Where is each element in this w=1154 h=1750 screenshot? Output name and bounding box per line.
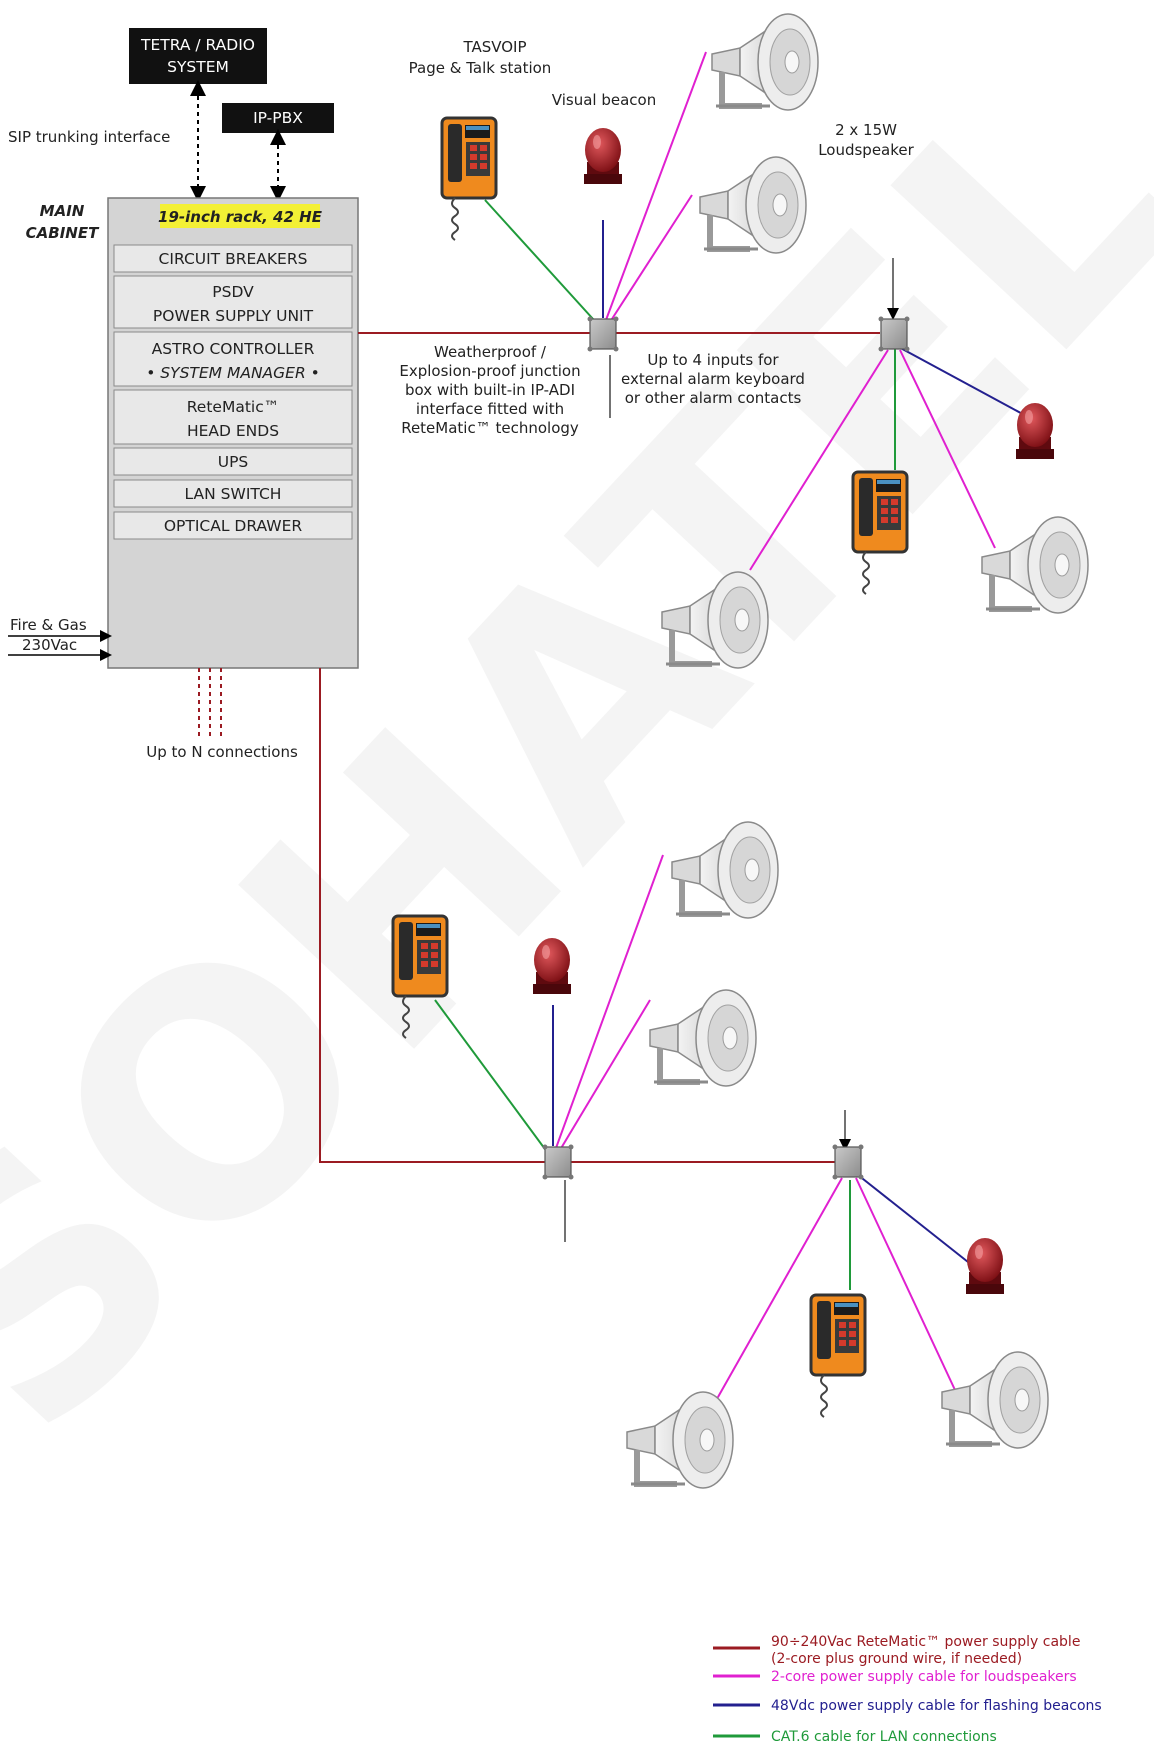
junction-box xyxy=(586,315,620,353)
n-connections-lines xyxy=(198,668,222,738)
page-talk-station xyxy=(809,1293,867,1419)
junction-box xyxy=(541,1143,575,1181)
loudspeaker xyxy=(942,1352,1048,1448)
module-label: • SYSTEM MANAGER • xyxy=(146,364,320,382)
junction-box xyxy=(877,315,911,353)
visual-beacon xyxy=(966,1238,1004,1294)
loudspeaker xyxy=(627,1392,733,1488)
station-label-line2: Page & Talk station xyxy=(409,59,552,77)
junction-label-line: Weatherproof / xyxy=(434,343,547,361)
module-psdv xyxy=(113,275,353,329)
legend: 90÷240Vac ReteMatic™ power supply cable … xyxy=(713,1634,1102,1745)
station-label-line1: TASVOIP xyxy=(462,38,526,56)
tetra-label-line1: TETRA / RADIO xyxy=(140,36,255,54)
tetra-radio-system-box: TETRA / RADIO SYSTEM xyxy=(129,28,267,84)
visual-beacon xyxy=(584,128,622,184)
visual-beacon xyxy=(533,938,571,994)
cluster-3 xyxy=(391,822,778,1242)
module-label: HEAD ENDS xyxy=(187,422,279,440)
cluster-4 xyxy=(627,1110,1048,1488)
module-label: CIRCUIT BREAKERS xyxy=(159,250,308,268)
visual-beacon xyxy=(1016,403,1054,459)
junction-box xyxy=(831,1143,865,1181)
legend-retematic-line1: 90÷240Vac ReteMatic™ power supply cable xyxy=(771,1634,1080,1650)
legend-loudspeaker: 2-core power supply cable for loudspeake… xyxy=(771,1669,1077,1685)
ip-pbx-box: IP-PBX xyxy=(222,103,334,133)
speaker-label-line2: Loudspeaker xyxy=(818,141,914,159)
cluster-1 xyxy=(440,14,818,418)
speaker-label-line1: 2 x 15W xyxy=(835,121,897,139)
junction-label-line: interface fitted with xyxy=(416,400,564,418)
rack-label: 19-inch rack, 42 HE xyxy=(158,208,323,226)
junction-label-line: ReteMatic™ technology xyxy=(401,419,579,437)
inputs-label-line: Up to 4 inputs for xyxy=(647,351,779,369)
sip-trunking-label: SIP trunking interface xyxy=(8,128,170,146)
module-circuit-breakers xyxy=(113,244,353,273)
rack-label-highlight xyxy=(160,204,320,228)
legend-beacon: 48Vdc power supply cable for flashing be… xyxy=(771,1698,1102,1714)
fire-gas-label: Fire & Gas xyxy=(10,616,87,634)
cluster-2 xyxy=(662,258,1088,668)
cabinet-modules: CIRCUIT BREAKERS PSDV POWER SUPPLY UNIT … xyxy=(113,244,353,540)
junction-box-label: Weatherproof / Explosion-proof junction … xyxy=(399,343,580,437)
module-label: ReteMatic™ xyxy=(187,398,280,416)
beacon-label: Visual beacon xyxy=(552,91,656,109)
module-optical-drawer xyxy=(113,511,353,540)
inputs-label-line: or other alarm contacts xyxy=(625,389,802,407)
n-connections-label: Up to N connections xyxy=(146,743,298,761)
module-label: UPS xyxy=(218,453,249,471)
cabinet-title-line1: MAIN xyxy=(40,202,85,220)
loudspeaker xyxy=(650,990,756,1086)
module-lan-switch xyxy=(113,479,353,508)
module-label: ASTRO CONTROLLER xyxy=(152,340,315,358)
module-label: POWER SUPPLY UNIT xyxy=(153,307,314,325)
page-talk-station xyxy=(440,116,498,242)
legend-lan: CAT.6 cable for LAN connections xyxy=(771,1729,997,1745)
module-label: PSDV xyxy=(212,283,254,301)
power-input-label: 230Vac xyxy=(22,636,77,654)
ip-pbx-label: IP-PBX xyxy=(253,109,303,127)
module-ups xyxy=(113,447,353,476)
cabinet-title-line2: CABINET xyxy=(26,224,100,242)
tetra-label-line2: SYSTEM xyxy=(167,58,229,76)
module-retematic xyxy=(113,389,353,445)
retematic-cables xyxy=(319,332,880,1163)
inputs-label-line: external alarm keyboard xyxy=(621,370,805,388)
loudspeaker xyxy=(712,14,818,110)
module-astro-controller xyxy=(113,331,353,387)
junction-label-line: Explosion-proof junction xyxy=(399,362,580,380)
module-label: OPTICAL DRAWER xyxy=(164,517,303,535)
module-label: LAN SWITCH xyxy=(185,485,282,503)
alarm-inputs-label: Up to 4 inputs for external alarm keyboa… xyxy=(621,351,805,407)
legend-retematic-line2: (2-core plus ground wire, if needed) xyxy=(771,1651,1022,1667)
junction-label-line: box with built-in IP-ADI xyxy=(405,381,575,399)
